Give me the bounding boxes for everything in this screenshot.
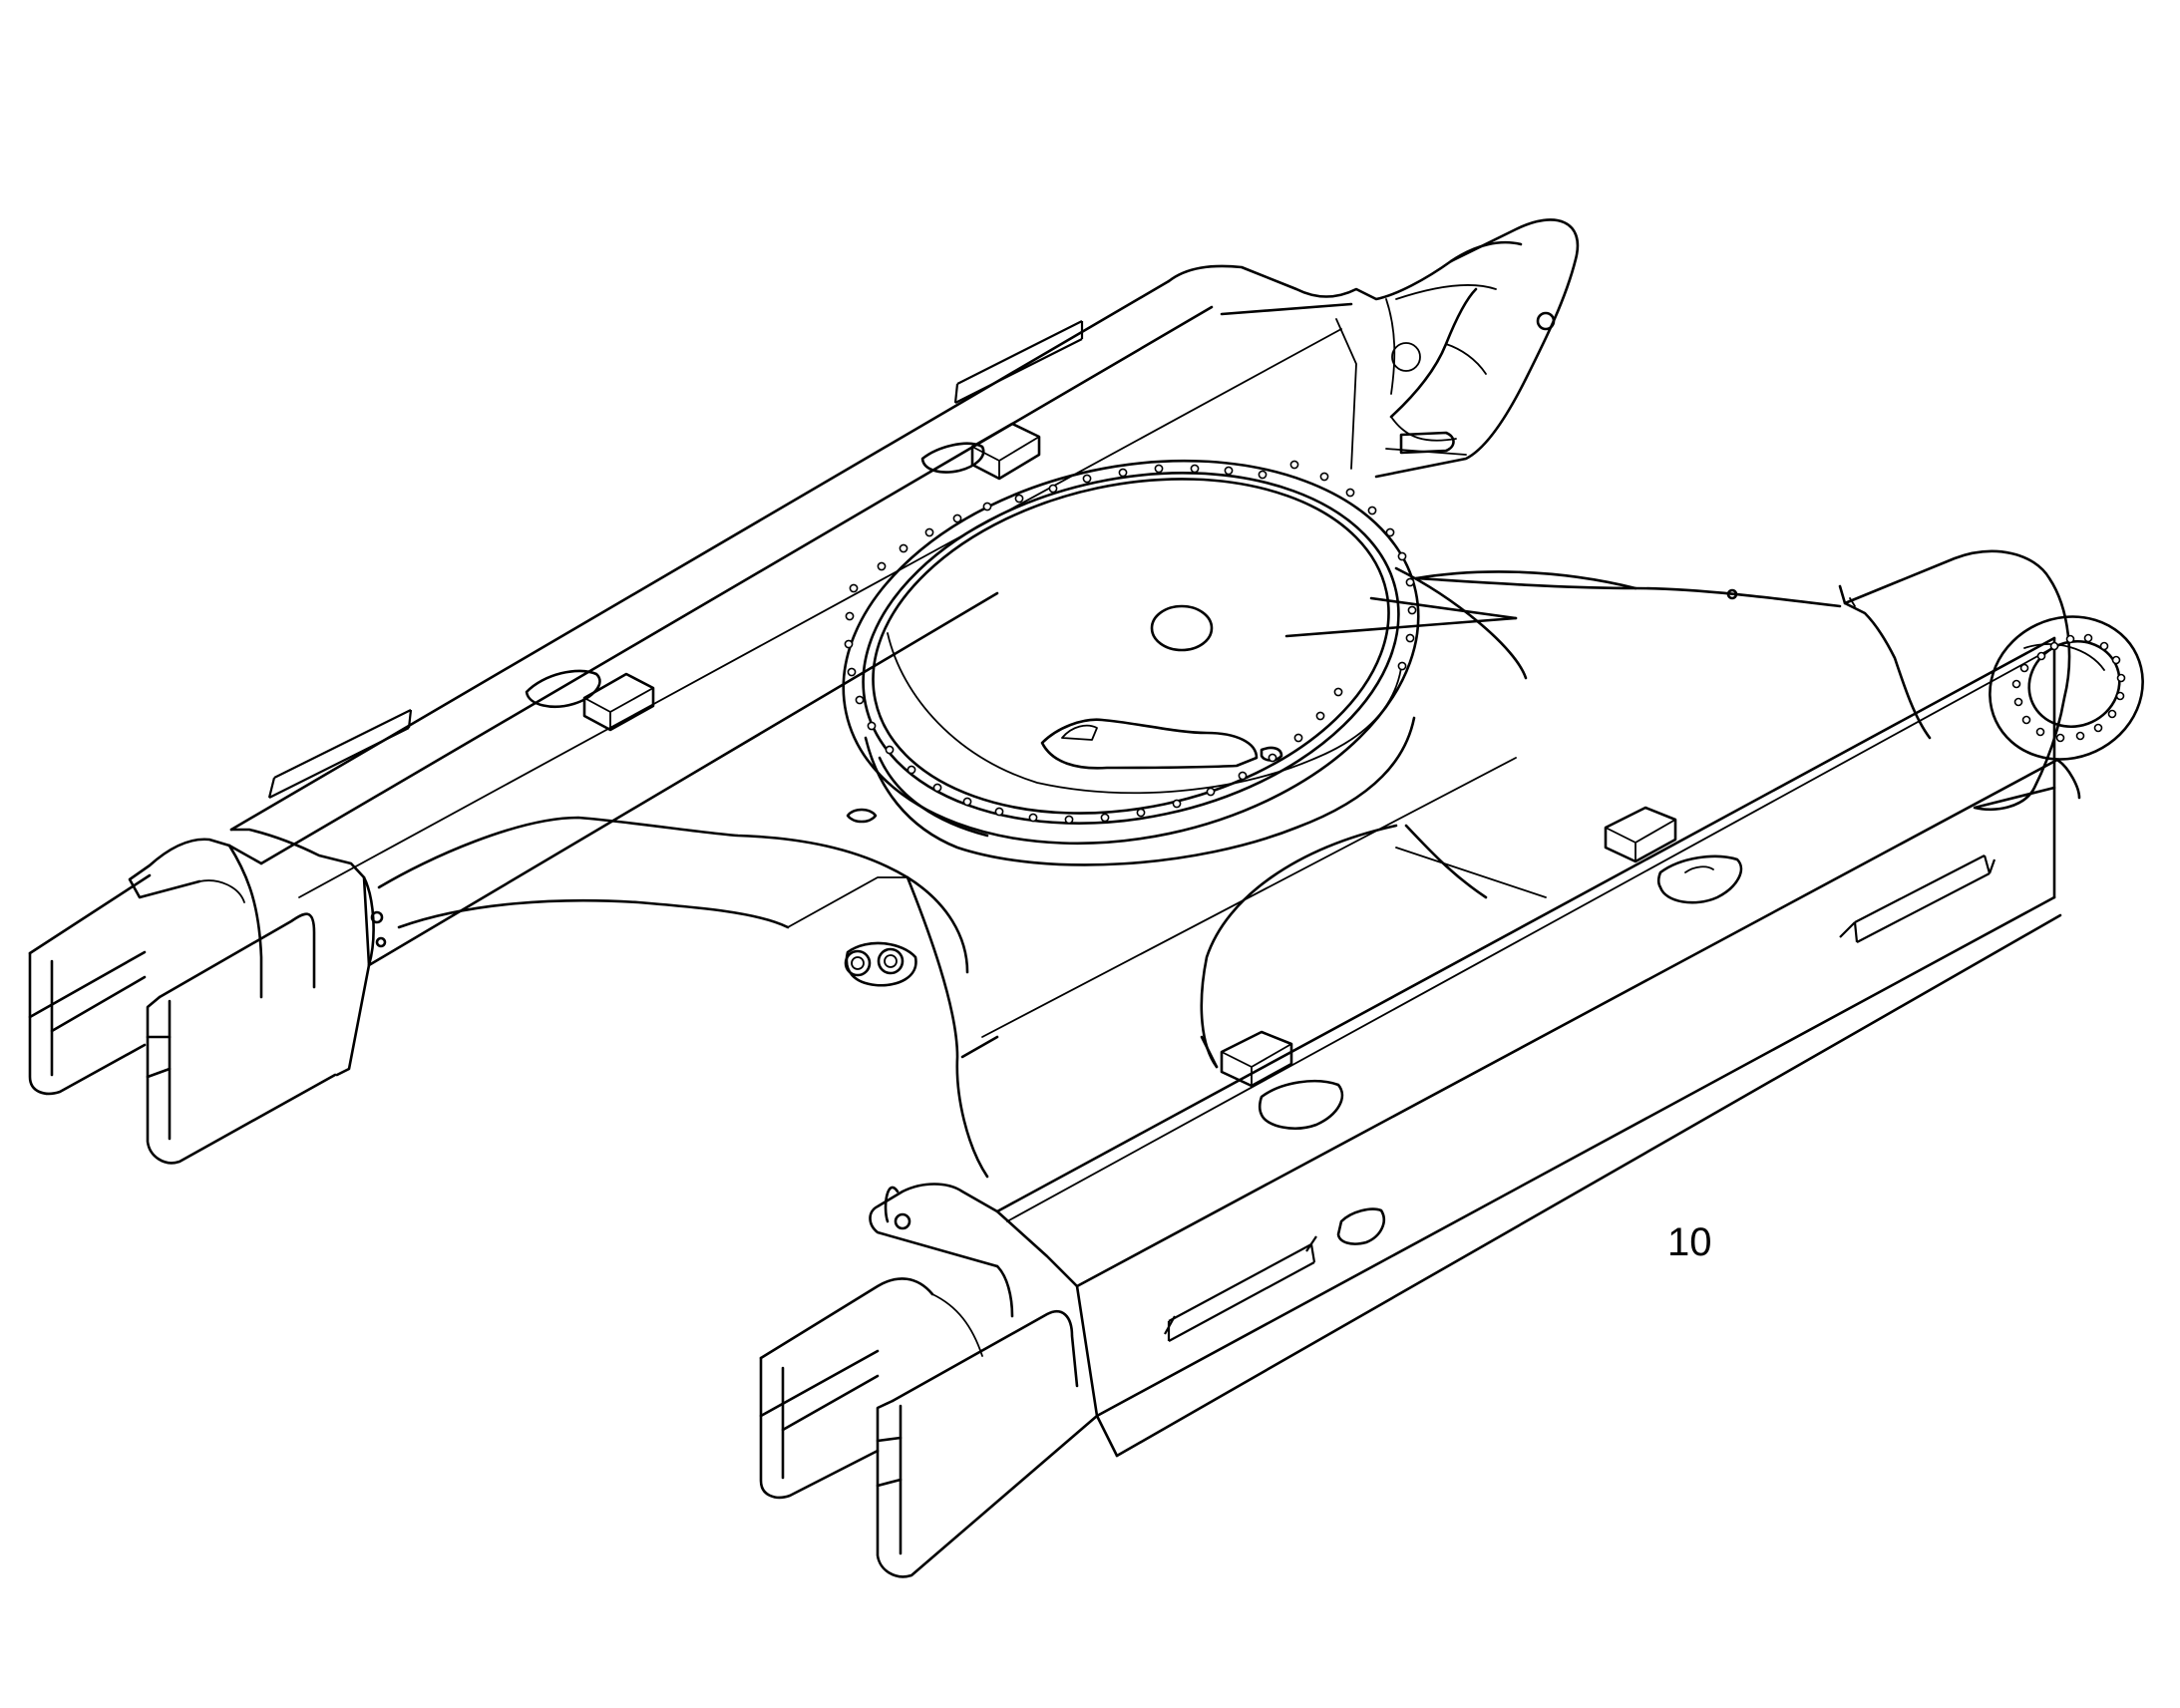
front-idler-holes (2011, 633, 2126, 743)
swing-circle-mount (842, 459, 1420, 866)
rear-track-frame (28, 218, 1580, 1165)
callout-label-10: 10 (1667, 1220, 1712, 1264)
rear-sprocket-flange (1389, 287, 1487, 419)
center-carbody (377, 566, 1842, 1179)
front-guard-rack-left (1164, 1235, 1317, 1342)
front-guard-rack-right (1839, 854, 1997, 943)
rear-guard-rack-front (267, 709, 413, 799)
rear-guard-rack-rear (953, 320, 1084, 404)
front-track-frame (759, 549, 2144, 1578)
swing-circle-bolt-holes (844, 460, 1417, 825)
